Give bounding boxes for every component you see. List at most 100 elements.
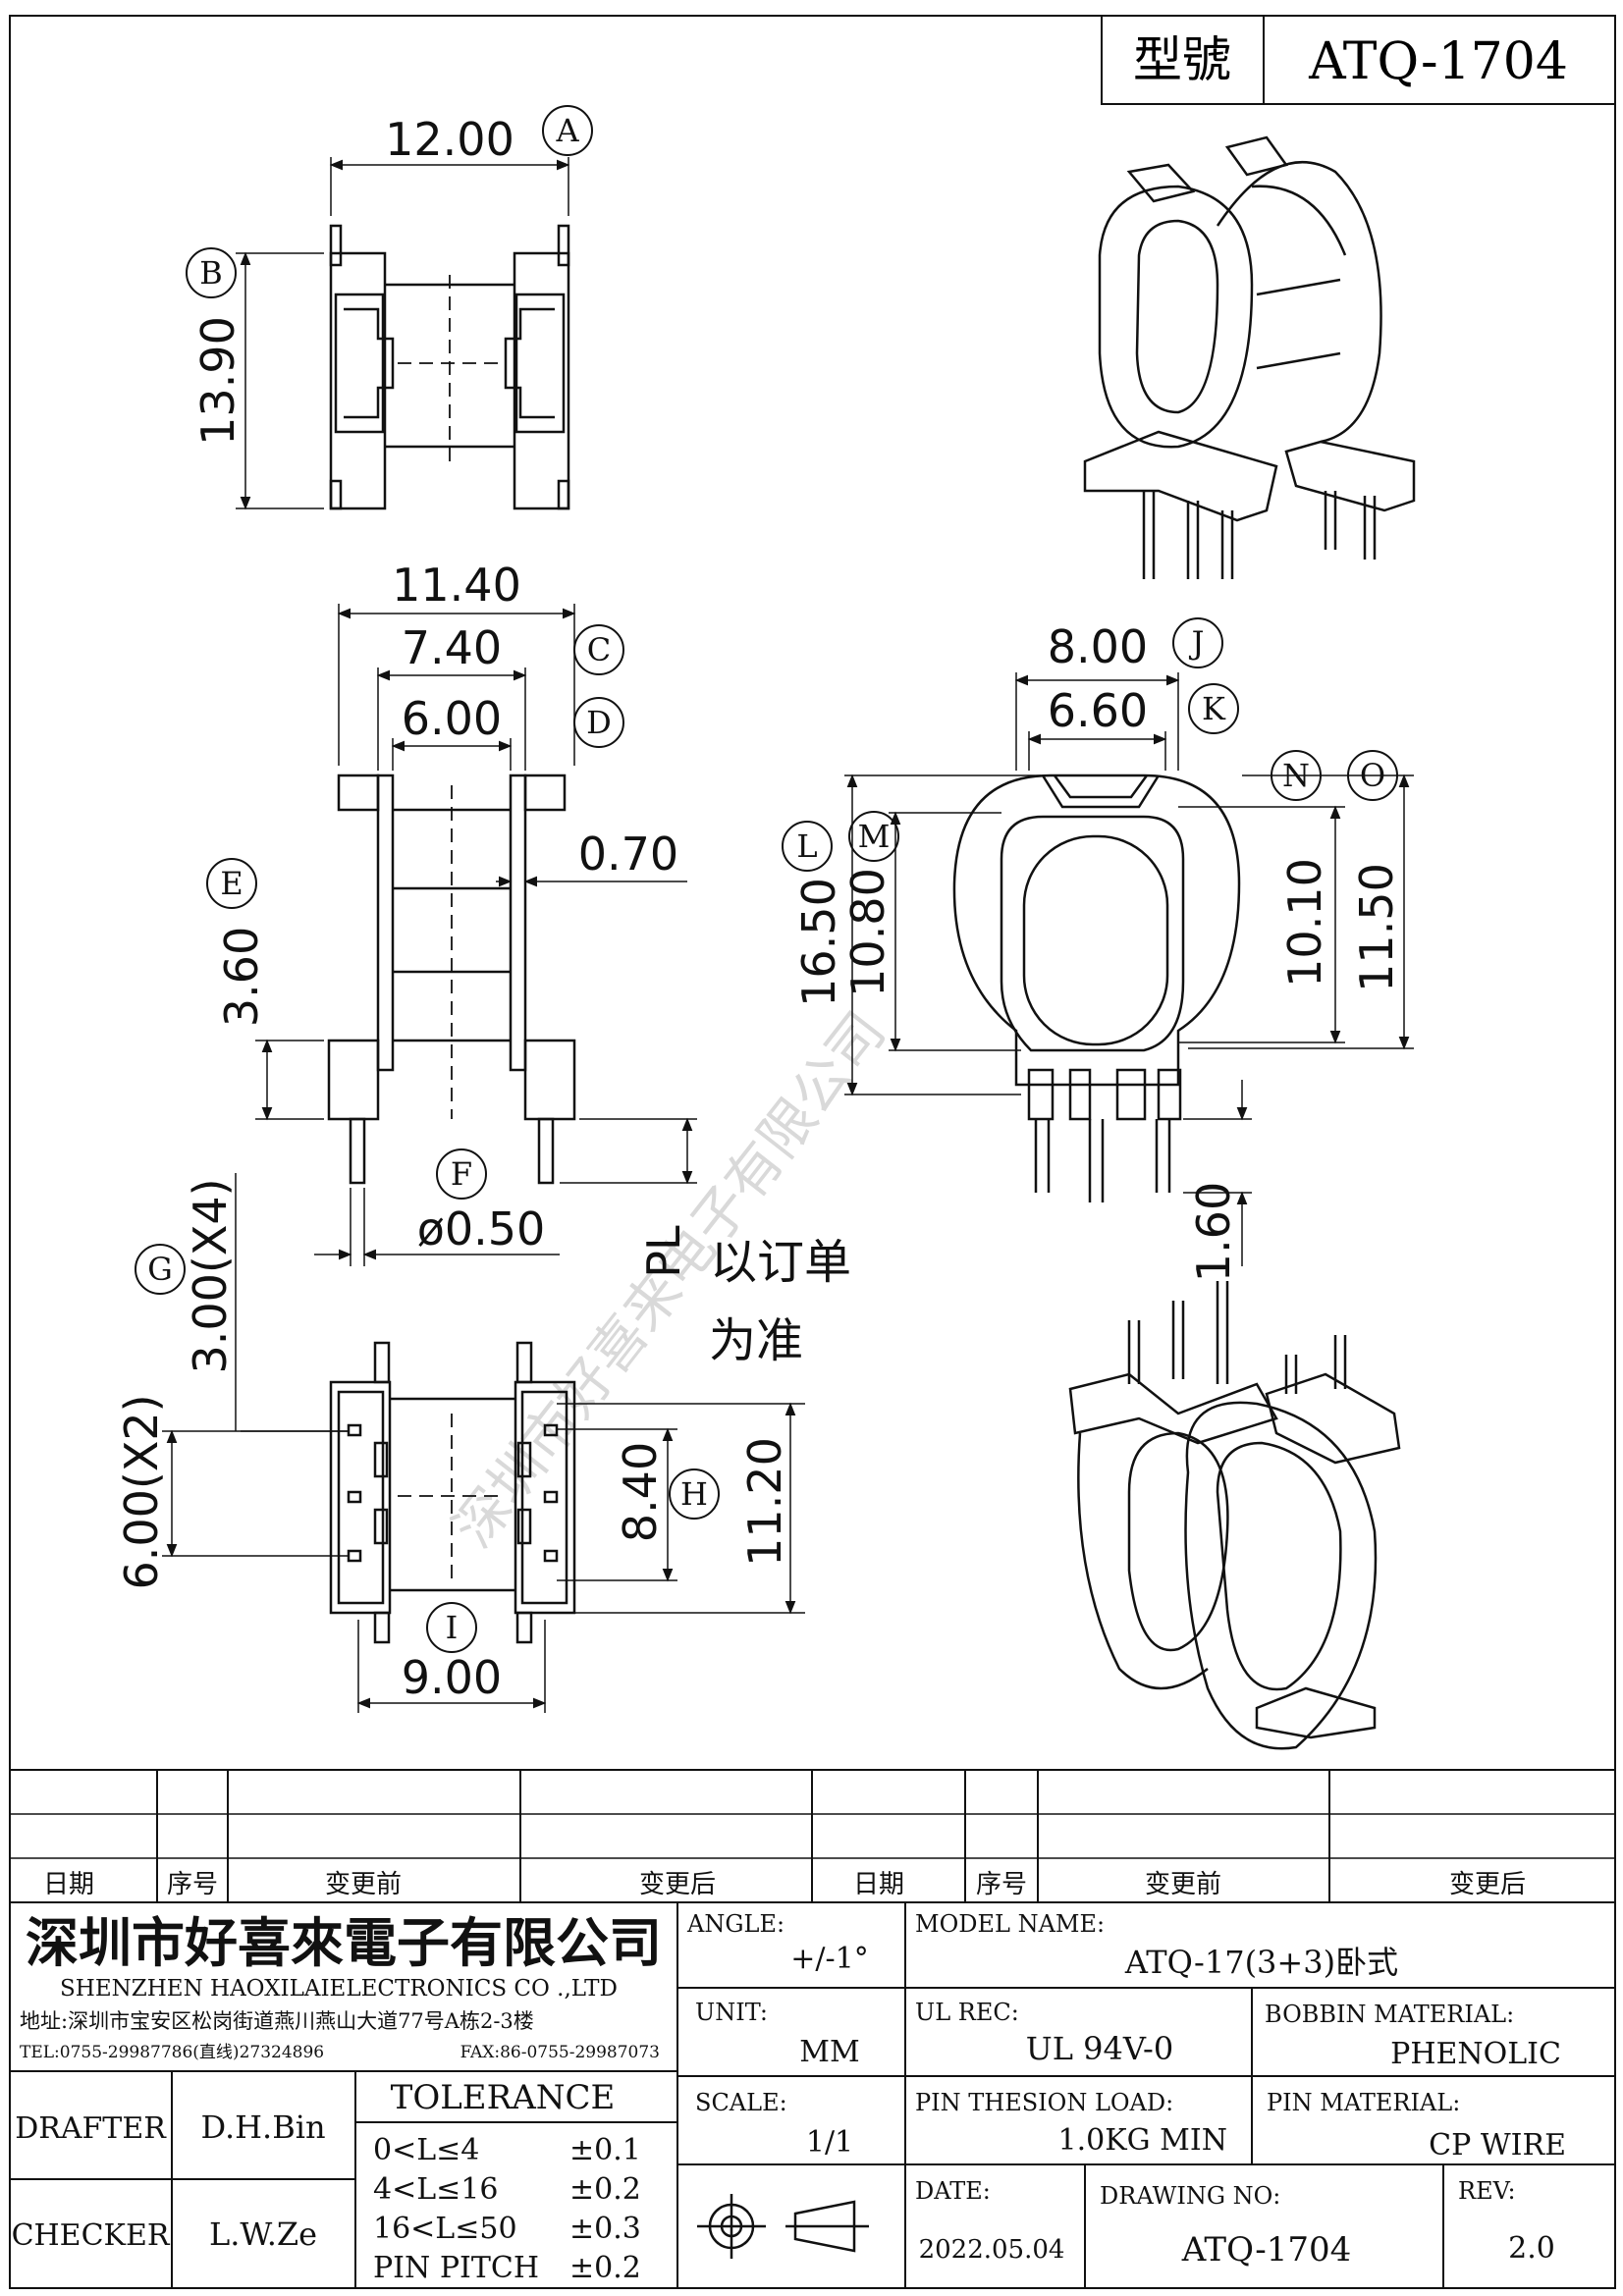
model-name-value: ATQ-17(3+3)卧式 xyxy=(1124,1944,1398,1981)
checker-value: L.W.Ze xyxy=(209,2216,317,2253)
marker-i: I xyxy=(426,1602,477,1653)
dim-L: 16.50 xyxy=(792,878,845,1007)
date-label: DATE: xyxy=(915,2177,991,2205)
tolerance-range-3: 16<L≤50 xyxy=(373,2212,517,2246)
marker-d: D xyxy=(573,697,624,748)
checker-label: CHECKER xyxy=(12,2218,171,2253)
front-view xyxy=(952,774,1241,1202)
unit-label: UNIT: xyxy=(695,1999,768,2026)
marker-letter: E xyxy=(220,865,243,902)
dim-1-60: 1.60 xyxy=(1187,1182,1240,1282)
tolerance-range-1: 0<L≤4 xyxy=(373,2133,479,2167)
dim-G: 3.00(X4) xyxy=(184,1178,237,1373)
marker-k: K xyxy=(1188,683,1239,734)
model-label: 型號 xyxy=(1133,31,1231,88)
marker-letter: A xyxy=(555,112,579,149)
pin-material-label: PIN MATERIAL: xyxy=(1267,2089,1460,2116)
sheet-border xyxy=(9,15,1616,2289)
marker-letter: H xyxy=(680,1475,708,1513)
angle-value: +/-1° xyxy=(790,1942,868,1976)
marker-letter: K xyxy=(1202,690,1226,727)
marker-letter: I xyxy=(446,1609,459,1646)
top-view-1 xyxy=(329,224,570,510)
dim-N: 10.10 xyxy=(1278,858,1331,988)
marker-c: C xyxy=(573,624,624,675)
drafter-value: D.H.Bin xyxy=(200,2109,325,2146)
dim-K: 6.60 xyxy=(1048,684,1148,737)
dim-PL: PL xyxy=(637,1225,690,1278)
dim-H: 8.40 xyxy=(614,1442,667,1542)
side-view xyxy=(327,774,576,1185)
dim-O: 11.50 xyxy=(1350,863,1403,992)
marker-e: E xyxy=(206,858,257,909)
rev-header-date-2: 日期 xyxy=(853,1870,904,1899)
marker-l: L xyxy=(782,821,833,872)
marker-letter: L xyxy=(796,828,817,865)
marker-o: O xyxy=(1347,750,1398,801)
rev-header-date-1: 日期 xyxy=(43,1870,94,1899)
dim-I: 9.00 xyxy=(402,1651,502,1704)
rev-label: REV: xyxy=(1458,2177,1516,2205)
model-header-box: 型號 ATQ-1704 xyxy=(1101,15,1616,105)
marker-h: H xyxy=(669,1468,720,1520)
marker-letter: J xyxy=(1189,624,1205,662)
projection-symbol-icon xyxy=(697,2194,869,2259)
marker-m: M xyxy=(848,811,899,862)
revision-table xyxy=(10,1769,1615,1903)
marker-letter: F xyxy=(451,1155,472,1193)
dim-D: 6.00 xyxy=(402,692,502,745)
pl-note-line2: 为准 xyxy=(709,1313,803,1368)
company-fax: FAX:86-0755-29987073 xyxy=(460,2043,660,2062)
marker-layer: A B CD E F G H I JK L M N O xyxy=(135,105,1398,1653)
dim-6-00-x2: 6.00(X2) xyxy=(115,1394,168,1589)
dim-E: 3.60 xyxy=(215,927,268,1027)
dim-11-40: 11.40 xyxy=(392,559,521,612)
company-tel: TEL:0755-29987786(直线)27324896 xyxy=(20,2043,324,2062)
bottom-view xyxy=(329,1341,576,1644)
marker-letter: D xyxy=(586,704,612,741)
marker-g: G xyxy=(135,1244,186,1295)
pin-tension-value: 1.0KG MIN xyxy=(1058,2123,1227,2158)
bobbin-material-label: BOBBIN MATERIAL: xyxy=(1265,2001,1514,2028)
iso-view-bottom xyxy=(1068,1281,1401,1750)
dim-C: 7.40 xyxy=(402,621,502,674)
angle-label: ANGLE: xyxy=(686,1910,784,1938)
pin-material-value: CP WIRE xyxy=(1429,2128,1566,2163)
dim-0-70: 0.70 xyxy=(578,828,678,881)
drafter-label: DRAFTER xyxy=(15,2111,167,2146)
title-block xyxy=(10,1902,1615,2288)
tolerance-title: TOLERANCE xyxy=(391,2078,616,2117)
marker-letter: O xyxy=(1360,757,1385,794)
rev-header-seq-1: 序号 xyxy=(167,1870,218,1899)
rev-header-after-2: 变更后 xyxy=(1449,1870,1526,1899)
tolerance-value-2: ±0.2 xyxy=(569,2172,641,2207)
rev-header-after-1: 变更后 xyxy=(639,1870,716,1899)
marker-n: N xyxy=(1271,750,1322,801)
marker-b: B xyxy=(186,247,237,298)
tolerance-range-4: PIN PITCH xyxy=(373,2251,539,2285)
tolerance-value-3: ±0.3 xyxy=(569,2212,641,2246)
tolerance-value-1: ±0.1 xyxy=(569,2133,641,2167)
dim-J: 8.00 xyxy=(1048,620,1148,673)
pl-note-line1: 以订单 xyxy=(710,1235,851,1290)
marker-letter: G xyxy=(147,1251,173,1288)
unit-value: MM xyxy=(799,2035,859,2069)
dim-B: 13.90 xyxy=(191,316,244,446)
marker-letter: M xyxy=(858,818,891,855)
drawing-no-label: DRAWING NO: xyxy=(1100,2182,1280,2210)
marker-j: J xyxy=(1172,617,1223,668)
iso-view-top xyxy=(1083,135,1416,579)
marker-letter: C xyxy=(587,631,611,668)
marker-letter: N xyxy=(1282,757,1310,794)
marker-letter: B xyxy=(199,254,223,292)
dim-A: 12.00 xyxy=(385,113,514,166)
bobbin-material-value: PHENOLIC xyxy=(1390,2037,1561,2071)
rev-header-seq-2: 序号 xyxy=(976,1870,1027,1899)
dim-11-20: 11.20 xyxy=(738,1437,791,1567)
model-value: ATQ-1704 xyxy=(1308,32,1568,91)
dim-M: 10.80 xyxy=(841,868,894,997)
ul-rec-value: UL 94V-0 xyxy=(1026,2030,1173,2067)
rev-header-before-1: 变更前 xyxy=(325,1870,402,1899)
marker-f: F xyxy=(436,1148,487,1200)
